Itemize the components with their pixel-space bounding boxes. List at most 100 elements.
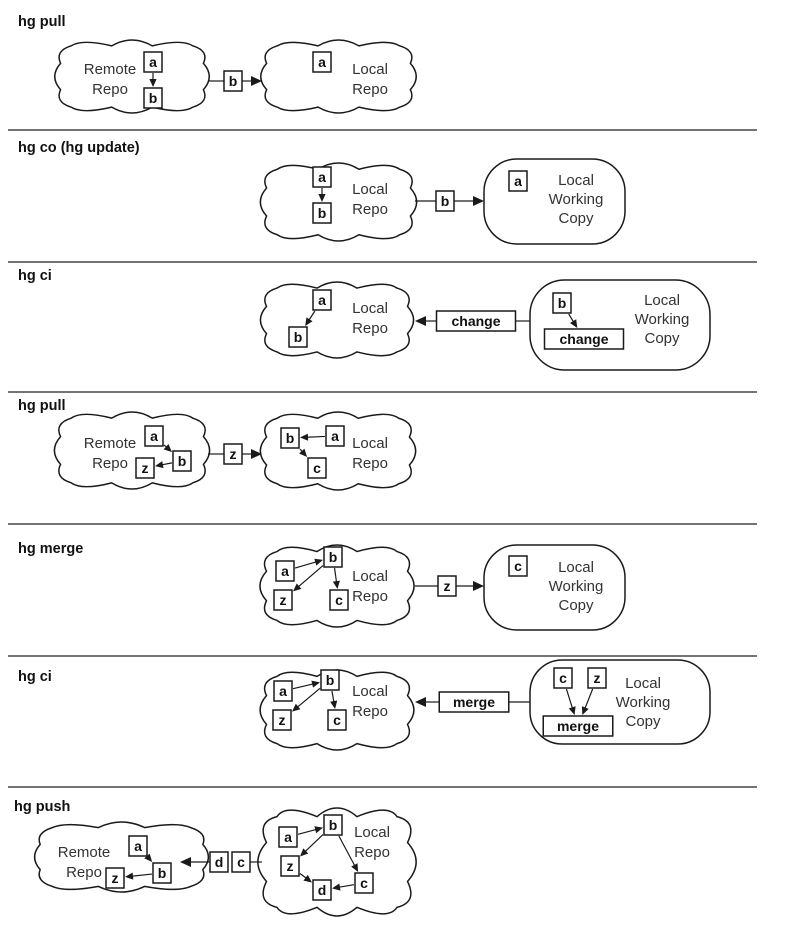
transfer-z-text: z [230,446,237,462]
local-repo-edge-b-to-c [330,690,338,709]
working-copy-label-line: Local [558,172,594,189]
remote-repo-cloud-shape [53,411,211,490]
changeset-b: b [172,450,192,472]
section-1-title: hg pull [18,14,66,30]
working-copy-label-line: Local [558,559,594,576]
section-3-transfer: change [415,310,530,332]
transfer-b-text: b [441,193,450,209]
working-copy-a-text: a [514,173,522,189]
local-repo-label-line: Repo [352,320,388,337]
transfer-z: z [437,575,457,597]
changeset-a: a [312,51,332,73]
changeset-a-text: a [279,683,287,699]
working-copy-c-text: c [514,558,522,574]
changeset-c: c [307,457,327,479]
working-copy-label-line: Local [625,675,661,692]
local-repo-edge-a-to-b [294,558,323,569]
changeset-c-text: c [313,460,321,476]
changeset-a: a [128,835,148,857]
section-1-transfer: b [208,70,262,92]
local-repo-edge-b-to-z [300,834,324,857]
working-copy-label-line: Copy [558,210,594,227]
section-4-title: hg pull [18,398,66,414]
local-repo-edge-b-to-c [338,835,359,872]
changeset-b-text: b [326,672,335,688]
changeset-b: b [280,427,300,449]
local-repo-cloud-shape [259,411,417,491]
transfer-arrow [180,857,210,867]
transfer-merge: merge [438,691,510,713]
changeset-b-text: b [158,865,167,881]
local-repo-edge-a-to-b [297,826,323,835]
section-4-transfer: z [208,443,262,465]
local-repo-label-line: Local [352,61,388,78]
working-copy-merge: merge [542,715,614,737]
transfer-z: z [223,443,243,465]
local-repo-edge-a-to-b [318,188,326,202]
working-copy-change-text: change [559,331,608,347]
working-copy-label-line: Working [549,191,604,208]
remote-repo-cloud-shape [53,39,211,114]
transfer-merge-text: merge [453,694,495,710]
local-repo-label-line: Local [352,568,388,585]
remote-repo-label-line: Repo [92,455,128,472]
changeset-a-text: a [281,563,289,579]
local-repo-label-line: Repo [352,201,388,218]
changeset-z-text: z [279,712,286,728]
section-2-title: hg co (hg update) [18,140,140,156]
changeset-a-text: a [284,829,292,845]
section-3-title: hg ci [18,268,52,284]
changeset-b-text: b [329,549,338,565]
changeset-a-text: a [318,54,326,70]
changeset-b: b [152,862,172,884]
remote-repo-edge-a-to-b [163,444,172,453]
remote-repo-edge-a-to-b [144,853,153,862]
transfer-arrow [456,581,484,591]
local-repo-cloud-shape [259,281,415,359]
changeset-a-text: a [318,169,326,185]
section-7-title: hg push [14,799,70,815]
changeset-a: a [144,425,164,447]
section-2-transfer: b [415,190,484,212]
local-repo-edge-z-to-d [299,873,312,883]
working-copy-label-line: Copy [625,713,661,730]
changeset-b: b [288,326,308,348]
working-copy-z: z [587,667,607,689]
changeset-b: b [323,814,343,836]
changeset-a-text: a [318,292,326,308]
transfer-d-text: d [215,854,224,870]
transfer-arrow [415,316,437,326]
transfer-b: b [435,190,455,212]
changeset-a: a [273,680,293,702]
local-repo-label-line: Repo [352,81,388,98]
changeset-c: c [354,872,374,894]
changeset-b-text: b [178,453,187,469]
changeset-a-text: a [331,428,339,444]
changeset-b: b [323,546,343,568]
transfer-b: b [223,70,243,92]
remote-repo-label-line: Repo [66,864,102,881]
transfer-change-text: change [451,313,500,329]
working-copy-a: a [508,170,528,192]
working-copy-c-text: c [559,670,567,686]
changeset-b-text: b [286,430,295,446]
local-repo-label-line: Local [352,435,388,452]
changeset-b: b [320,669,340,691]
changeset-a: a [312,166,332,188]
remote-repo-edge-b-to-z [155,461,173,469]
